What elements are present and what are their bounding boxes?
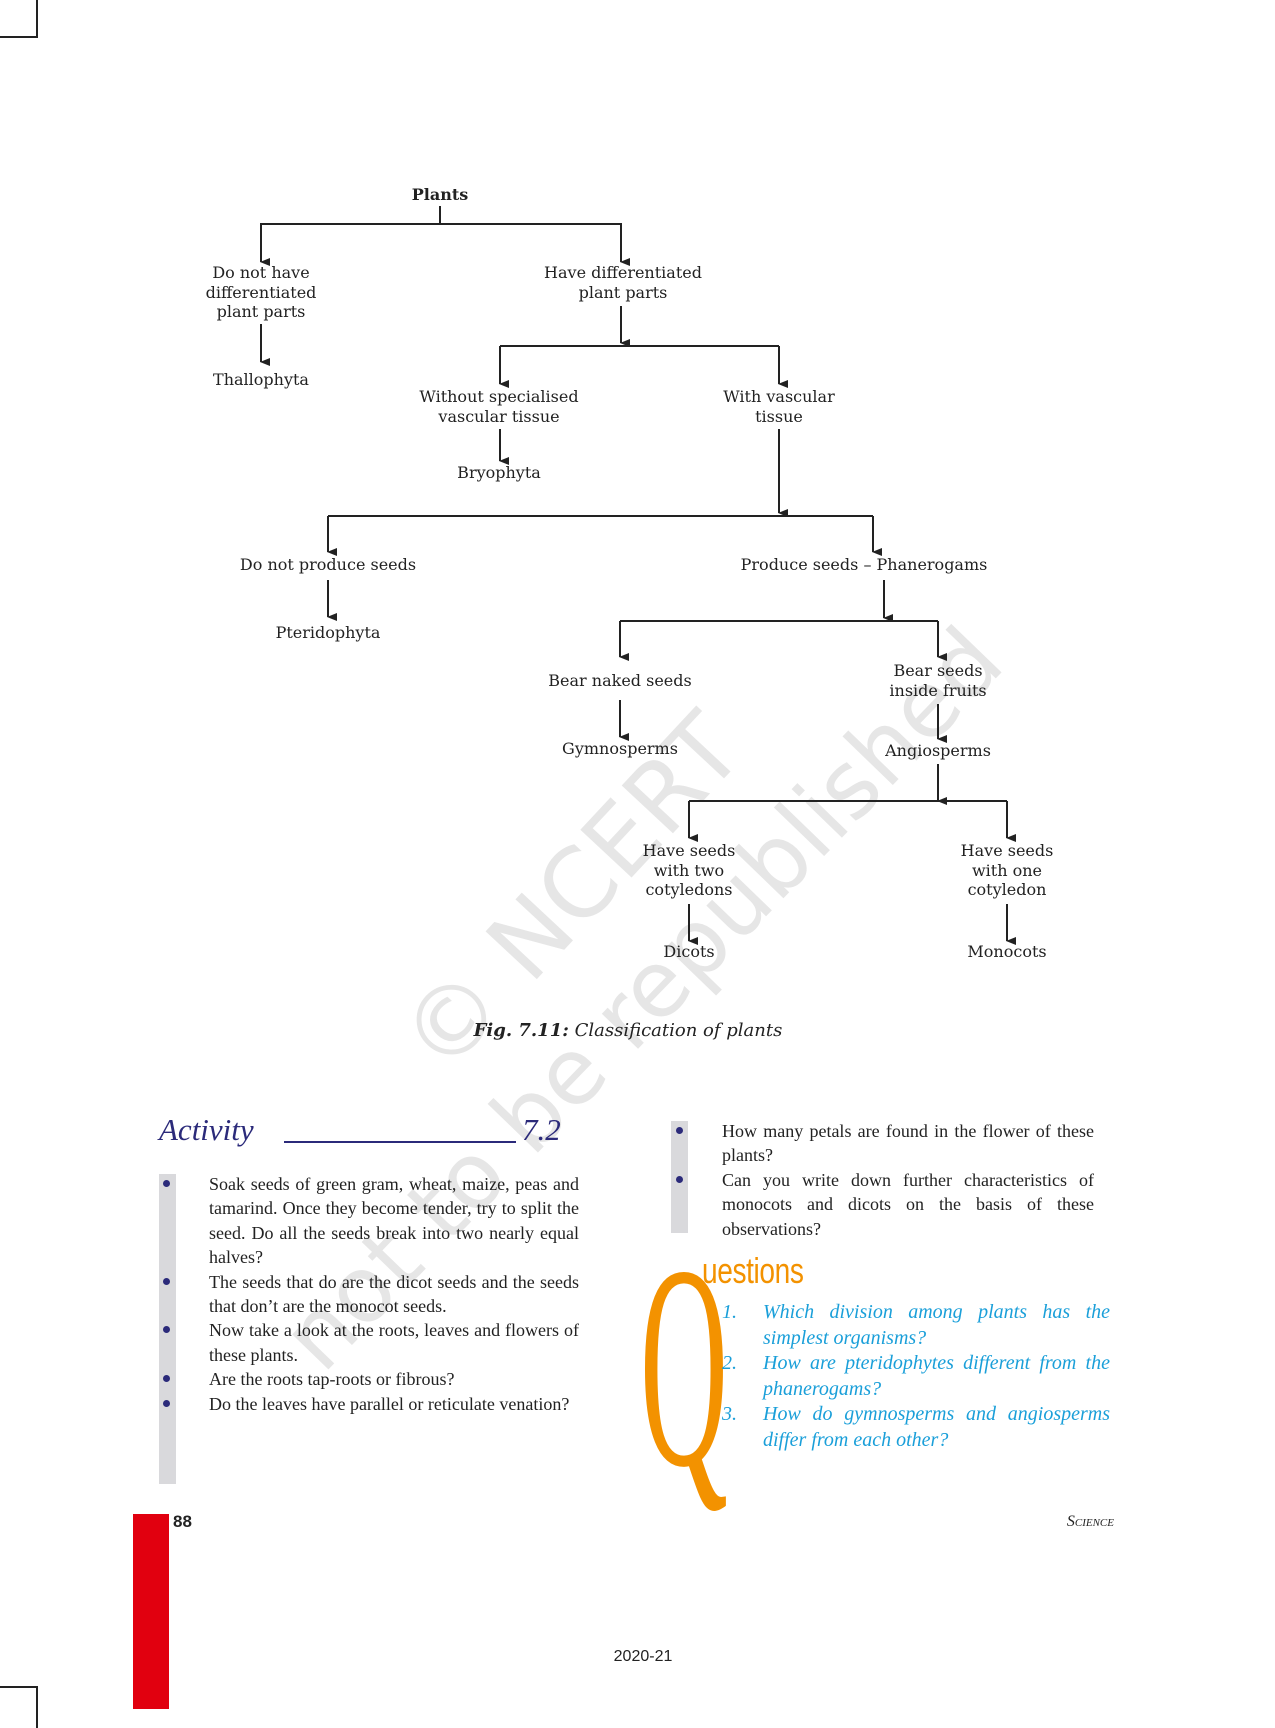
node-line: Have seeds xyxy=(642,841,736,860)
node-no-seeds: Do not produce seeds xyxy=(239,555,417,574)
node-line: plant parts xyxy=(578,282,668,302)
node-line: vascular tissue xyxy=(438,406,560,426)
crop-mark-bottom xyxy=(0,1686,38,1728)
questions-title: uestions xyxy=(702,1250,804,1291)
node-thallophyta: Thallophyta xyxy=(213,370,309,389)
list-item: Are the roots tap-roots or fibrous? xyxy=(163,1367,579,1391)
node-line: cotyledons xyxy=(645,880,733,899)
list-item: Now take a look at the roots, leaves and… xyxy=(163,1318,579,1367)
node-gymnosperms: Gymnosperms xyxy=(562,739,678,758)
node-have-differentiated-parts: Have differentiated plant parts xyxy=(544,263,702,302)
questions-list: 1. Which division among plants has the si… xyxy=(722,1300,1110,1454)
page-tab xyxy=(133,1514,169,1709)
bullet-icon xyxy=(163,1326,170,1334)
activity-list-left: Soak seeds of green gram, wheat, maize, … xyxy=(163,1172,579,1416)
node-line: differentiated xyxy=(205,282,317,302)
node-bryophyta: Bryophyta xyxy=(457,463,541,482)
node-two-cotyledons: Have seeds with two cotyledons xyxy=(643,841,736,900)
bullet-icon xyxy=(163,1375,170,1383)
node-inside-fruits: Bear seeds inside fruits xyxy=(889,661,986,700)
question-text: How do gymnosperms and angiosperms diffe… xyxy=(763,1403,1110,1451)
node-line: tissue xyxy=(755,406,803,426)
node-line: with one xyxy=(971,860,1043,880)
node-line: inside fruits xyxy=(889,680,987,700)
item-text: How many petals are found in the flower … xyxy=(722,1121,1094,1166)
node-line: Bear seeds xyxy=(893,661,983,680)
activity-rule xyxy=(284,1141,516,1143)
node-no-differentiated-parts: Do not have differentiated plant parts xyxy=(206,263,317,322)
node-line: plant parts xyxy=(216,302,306,321)
figure-caption: Fig. 7.11: Classification of plants xyxy=(474,1020,783,1041)
book-title: Science xyxy=(1066,1513,1114,1530)
activity-list-right: How many petals are found in the flower … xyxy=(676,1119,1094,1241)
classification-tree-connectors xyxy=(260,206,1016,945)
item-text: Can you write down further characteristi… xyxy=(722,1169,1094,1239)
page-number: 88 xyxy=(173,1512,192,1531)
question-number: 3. xyxy=(722,1403,737,1426)
node-without-vascular: Without specialised vascular tissue xyxy=(419,387,578,426)
list-item: How many petals are found in the flower … xyxy=(676,1119,1094,1168)
bullet-icon xyxy=(163,1399,170,1407)
node-line: cotyledon xyxy=(967,880,1047,899)
node-line: Have seeds xyxy=(960,841,1054,860)
node-plants: Plants xyxy=(411,185,469,204)
node-line: Have differentiated xyxy=(544,263,702,282)
caption-label: Fig. 7.11: xyxy=(473,1020,569,1041)
node-one-cotyledon: Have seeds with one cotyledon xyxy=(961,841,1054,900)
bullet-icon xyxy=(163,1277,170,1285)
item-text: Soak seeds of green gram, wheat, maize, … xyxy=(209,1174,579,1268)
question-text: How are pteridophytes different from the… xyxy=(763,1352,1110,1400)
node-angiosperms: Angiosperms xyxy=(885,741,991,760)
node-with-vascular: With vascular tissue xyxy=(723,387,834,426)
node-pteridophyta: Pteridophyta xyxy=(275,623,381,642)
list-item: Can you write down further characteristi… xyxy=(676,1168,1094,1241)
question-item: 3. How do gymnosperms and angiosperms dif… xyxy=(722,1402,1110,1453)
question-item: 2. How are pteridophytes different from t… xyxy=(722,1351,1110,1402)
node-monocots: Monocots xyxy=(967,942,1047,961)
bullet-icon xyxy=(676,1175,683,1183)
activity-number: 7.2 xyxy=(522,1112,561,1147)
crop-mark-top xyxy=(0,0,38,38)
edition-year: 2020-21 xyxy=(613,1648,673,1665)
item-text: The seeds that do are the dicot seeds an… xyxy=(209,1271,579,1317)
item-text: Now take a look at the roots, leaves and… xyxy=(209,1320,579,1365)
question-item: 1. Which division among plants has the si… xyxy=(722,1300,1110,1351)
list-item: Do the leaves have parallel or reticulat… xyxy=(163,1392,579,1416)
node-naked-seeds: Bear naked seeds xyxy=(548,671,692,690)
question-text: Which division among plants has the simp… xyxy=(763,1301,1110,1349)
caption-text: Classification of plants xyxy=(568,1020,783,1041)
node-line: With vascular xyxy=(723,387,835,406)
list-item: Soak seeds of green gram, wheat, maize, … xyxy=(163,1172,579,1270)
bullet-icon xyxy=(676,1127,683,1134)
node-dicots: Dicots xyxy=(663,942,715,961)
item-text: Do the leaves have parallel or reticulat… xyxy=(209,1393,570,1414)
question-number: 2. xyxy=(722,1352,737,1375)
question-number: 1. xyxy=(722,1301,737,1323)
node-line: with two xyxy=(653,860,725,880)
node-line: Do not have xyxy=(212,263,310,282)
questions-initial: Q xyxy=(640,1206,728,1527)
bullet-icon xyxy=(163,1180,170,1187)
node-phanerogams: Produce seeds – Phanerogams xyxy=(740,555,988,574)
list-item: The seeds that do are the dicot seeds an… xyxy=(163,1270,579,1319)
item-text: Are the roots tap-roots or fibrous? xyxy=(209,1369,455,1390)
activity-title: Activity xyxy=(159,1112,254,1147)
node-line: Without specialised xyxy=(419,387,579,406)
